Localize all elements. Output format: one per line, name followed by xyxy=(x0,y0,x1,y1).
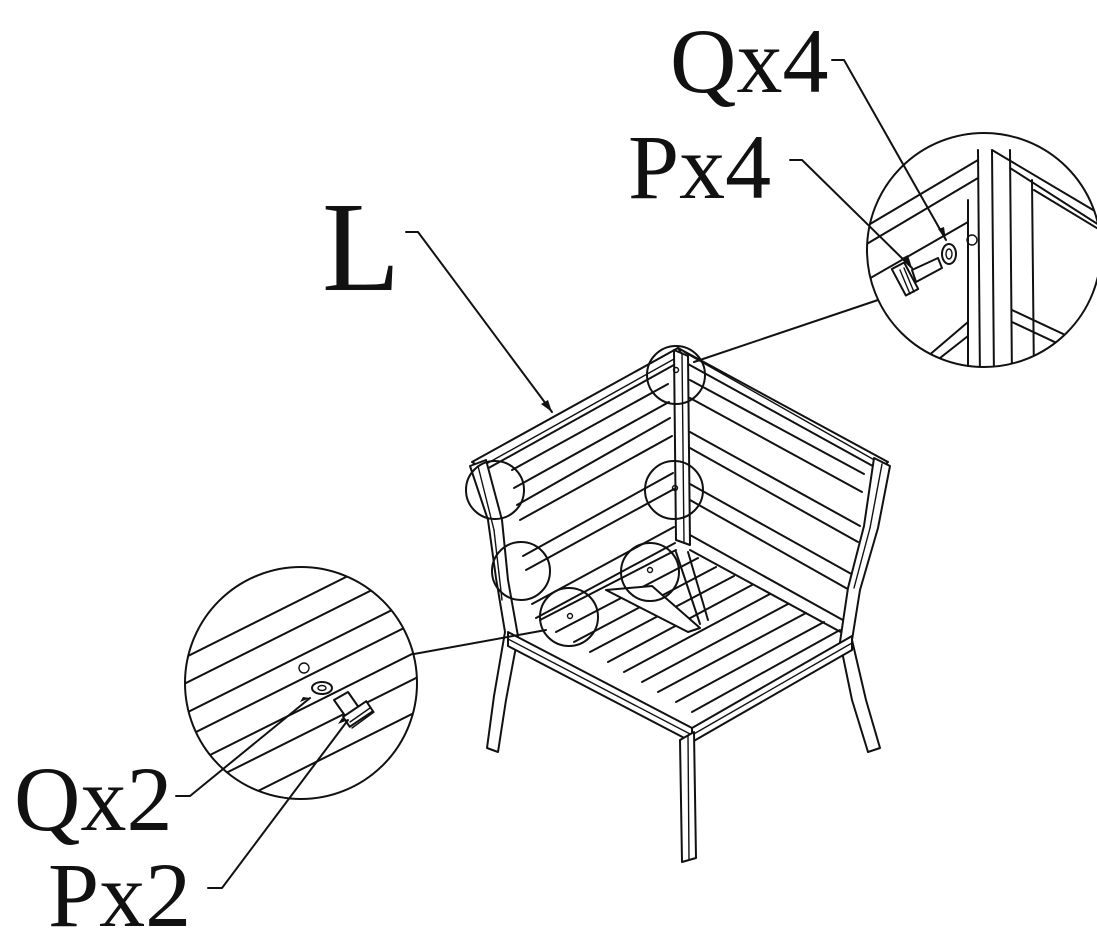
leader-arrowheads xyxy=(300,227,946,724)
seat-support-bars xyxy=(605,551,709,633)
detail-top-right xyxy=(866,132,1097,368)
callout-px4: Px4 xyxy=(628,116,771,218)
joint-marker-center-middle xyxy=(644,460,704,520)
bolt-p-top xyxy=(890,257,943,297)
joint-marker-left-lower xyxy=(491,541,551,601)
seat-front-left-rail xyxy=(507,631,693,743)
front-leg xyxy=(679,731,697,863)
bolt-hole-bottom xyxy=(298,662,310,674)
joint-marker-left-upper xyxy=(465,460,525,520)
callout-qx4: Qx4 xyxy=(670,10,828,112)
left-post-leg xyxy=(469,459,519,753)
joint-marker-top-center xyxy=(646,345,706,405)
right-post-leg xyxy=(839,457,891,753)
bolt-p-bottom xyxy=(333,691,375,729)
joint-marker-seat-center xyxy=(620,542,680,602)
detail-bottom-left xyxy=(184,566,418,800)
joint-markers xyxy=(465,345,706,647)
detail-zoom-circle-bottom xyxy=(184,566,418,800)
center-back-post xyxy=(673,349,691,546)
bolt-hole-top xyxy=(966,234,978,246)
seat-front-right-rail xyxy=(691,635,853,743)
washer-q-bottom xyxy=(311,681,333,695)
joint-marker-seat-left xyxy=(539,587,599,647)
washer-q-top xyxy=(941,243,957,265)
leader-lines xyxy=(175,59,947,889)
callout-qx2: Qx2 xyxy=(14,748,172,850)
corner-chair xyxy=(465,345,891,863)
callout-px2: Px2 xyxy=(48,844,191,944)
detail-zoom-circle-top xyxy=(866,132,1097,368)
part-label-l: L xyxy=(322,176,400,318)
right-back-slats xyxy=(689,379,865,637)
